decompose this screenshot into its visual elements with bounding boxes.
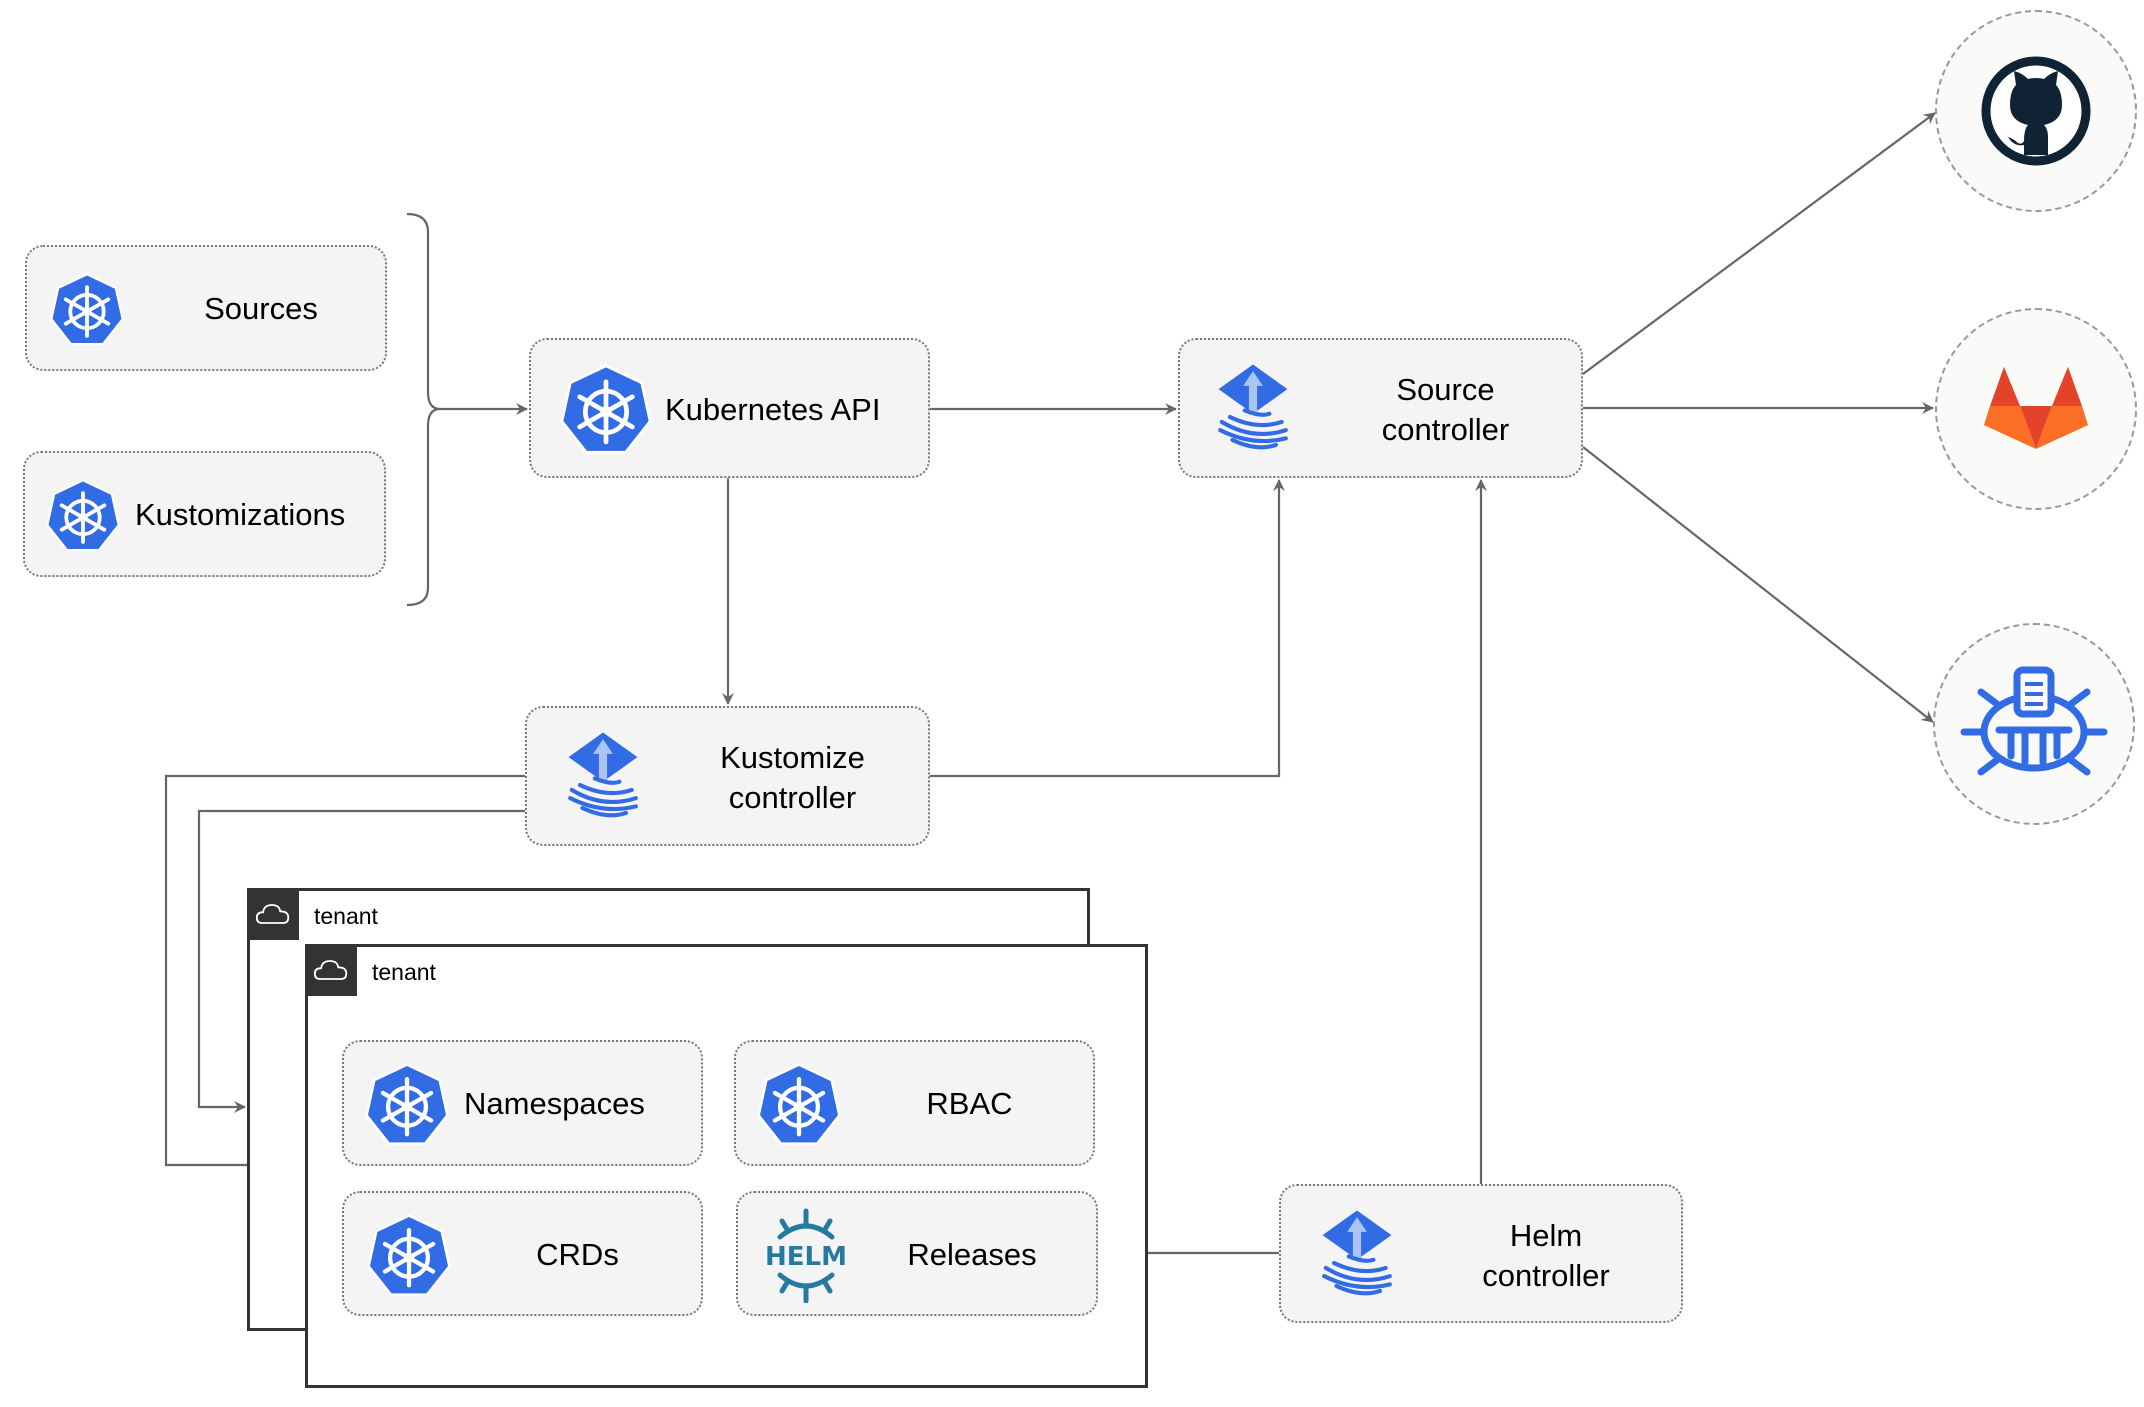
kustomizations-node[interactable]: Kustomizations [23,451,386,577]
flux-icon [1212,352,1294,464]
label-line-2: controller [1482,1258,1610,1293]
flux-icon [562,720,644,832]
helm-repository-node[interactable] [1933,623,2135,825]
source-controller-label: Source controller [1310,370,1581,450]
edge-kustomize-to-source [930,479,1285,778]
tenant-container-front: tenant [305,944,1148,1388]
edge-source-to-github [1582,112,1936,375]
namespaces-node[interactable]: Namespaces [342,1040,703,1166]
kubernetes-icon [49,272,125,348]
kubernetes-icon [366,1213,452,1299]
crds-node[interactable]: CRDs [342,1191,703,1316]
kustomize-controller-node[interactable]: Kustomize controller [525,706,930,846]
helm-repository-icon [1960,666,2108,776]
rbac-node[interactable]: RBAC [734,1040,1095,1166]
tenant-label: tenant [372,959,436,985]
kustomizations-label: Kustomizations [135,497,346,532]
tenant-header [247,888,299,940]
kubernetes-api-label: Kubernetes API [665,392,881,427]
helm-icon: HELM [758,1207,854,1304]
kubernetes-icon [756,1062,842,1148]
kubernetes-icon [559,363,653,457]
sources-node[interactable]: Sources [25,245,387,371]
gitlab-icon [1984,367,2088,449]
label-line-2: controller [728,780,857,815]
releases-node[interactable]: HELM Releases [736,1191,1098,1316]
edge-source-to-helm-repo [1582,446,1934,723]
releases-label: Releases [907,1237,1037,1272]
tenant-header [305,944,357,996]
namespaces-label: Namespaces [464,1086,645,1121]
label-line-1: Source [1396,372,1495,407]
helm-controller-node[interactable]: Helm controller [1279,1184,1683,1323]
kubernetes-icon [45,478,121,554]
rbac-label: RBAC [926,1086,1013,1121]
kubernetes-api-node[interactable]: Kubernetes API [529,338,930,478]
kubernetes-icon [364,1062,450,1148]
gitlab-node[interactable] [1935,308,2137,510]
helm-logo-text: HELM [765,1242,847,1272]
github-node[interactable] [1935,10,2137,212]
label-line-1: Helm [1509,1218,1583,1253]
kustomize-controller-label: Kustomize controller [657,738,928,818]
edge-kustomize-to-tenant-front [164,774,525,1171]
helm-controller-label: Helm controller [1411,1216,1681,1296]
cloud-icon [255,900,291,928]
cloud-icon [313,956,349,984]
tenant-label: tenant [314,903,378,929]
edge-kustomize-to-tenant-back [197,809,525,1113]
sources-label: Sources [204,291,318,326]
source-controller-node[interactable]: Source controller [1178,338,1583,478]
label-line-2: controller [1381,412,1510,447]
github-icon [1981,56,2091,166]
flux-icon [1316,1198,1398,1310]
brace [406,212,441,607]
label-line-1: Kustomize [720,740,865,775]
crds-label: CRDs [536,1237,619,1272]
